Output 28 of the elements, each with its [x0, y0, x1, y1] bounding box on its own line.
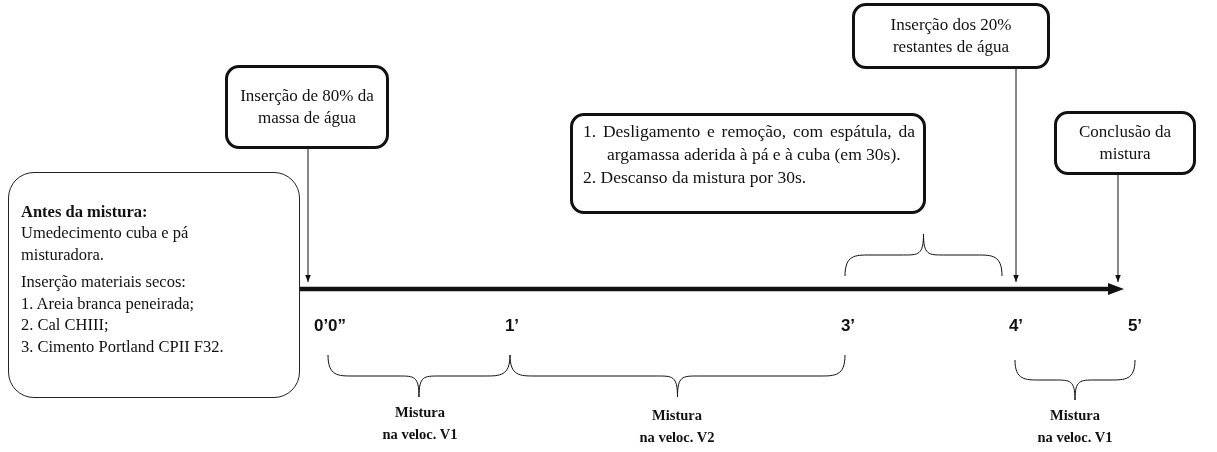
list-item: 1. Desligamento e remoção, com espátula, da argamassa aderida à pá e à cuba (em 30s). — [583, 120, 915, 166]
rounded-text-box — [852, 3, 1050, 69]
phase-label: Mistura na veloc. V1 — [1036, 406, 1114, 447]
rounded-text-box — [1054, 111, 1196, 175]
rounded-note-box — [8, 172, 300, 398]
rounded-text-box — [570, 113, 926, 214]
box-text: Inserção dos 20% restantes de água — [889, 13, 1013, 58]
list-item: 2. Descanso da mistura por 30s. — [583, 165, 808, 189]
phase-label: Mistura na veloc. V2 — [638, 406, 716, 447]
list-item: 1. Areia branca peneirada; — [21, 292, 196, 315]
arrow — [1013, 68, 1019, 283]
box-heading: Antes da mistura: — [21, 201, 149, 223]
time-label: 5’ — [1127, 316, 1143, 336]
rounded-text-box — [225, 65, 389, 149]
list-item: 2. Cal CHIII; — [21, 314, 110, 336]
box-text: Inserção materiais secos: — [21, 271, 187, 293]
time-label: 4’ — [1008, 316, 1024, 336]
timeline-arrow — [300, 282, 1124, 296]
arrow — [1115, 174, 1121, 283]
phase-label: Mistura na veloc. V1 — [381, 403, 459, 444]
list-item: 3. Cimento Portland CPII F32. — [21, 335, 225, 358]
box-text: Umedecimento cuba e pá misturadora. — [21, 222, 190, 266]
time-label: 0’0” — [313, 316, 347, 336]
arrow — [305, 148, 311, 283]
box-text: Inserção de 80% da massa de água — [239, 84, 375, 129]
time-label: 3’ — [840, 316, 856, 336]
time-label: 1’ — [504, 316, 520, 336]
box-text: Conclusão da mistura — [1077, 120, 1173, 165]
